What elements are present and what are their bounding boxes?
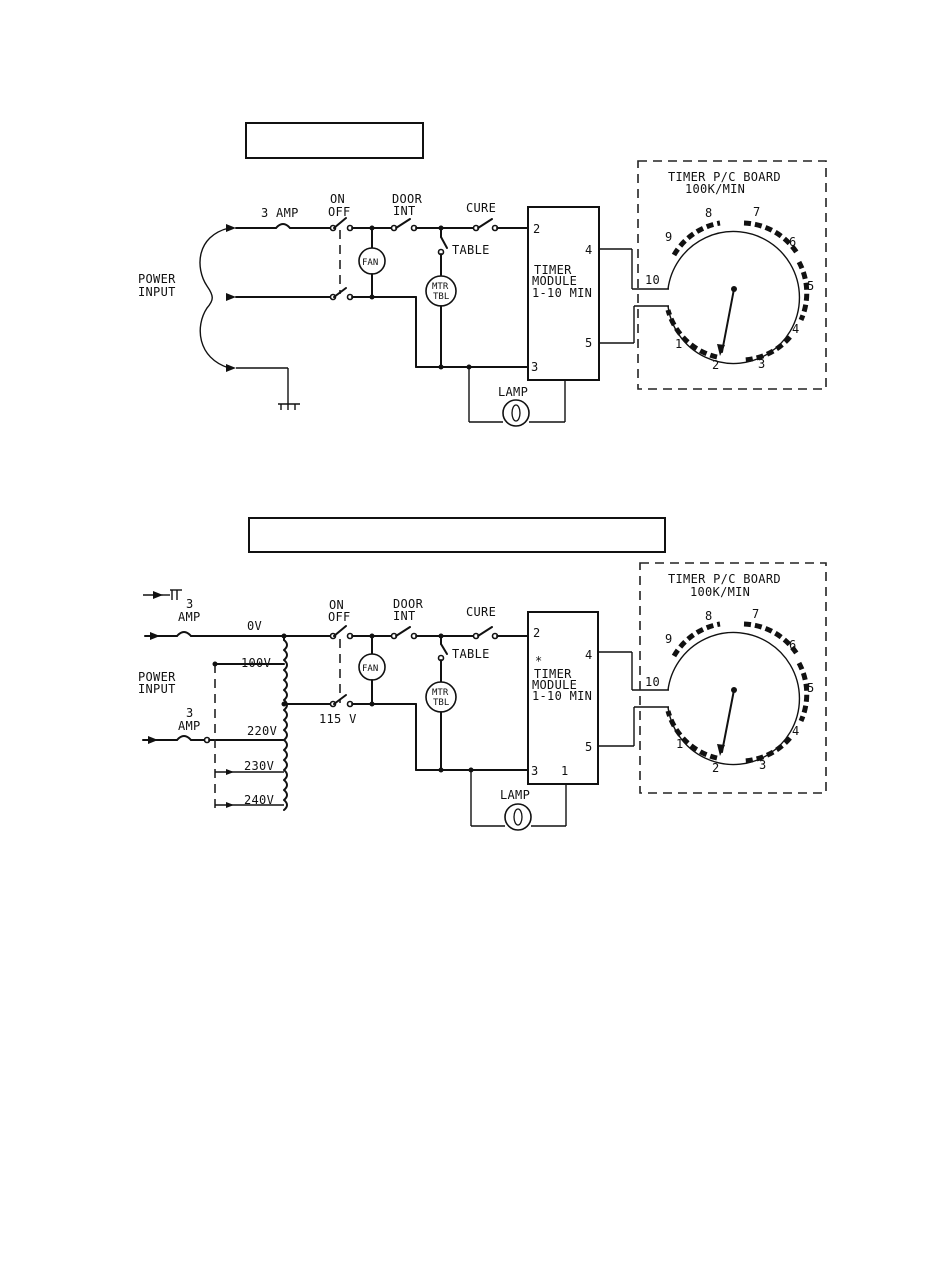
svg-text:ON: ON <box>329 598 344 612</box>
svg-text:DOOR: DOOR <box>393 597 424 611</box>
on-label-1: ON <box>330 192 345 206</box>
svg-text:230V: 230V <box>244 759 274 773</box>
svg-text:TIMER P/C BOARD: TIMER P/C BOARD <box>668 170 781 184</box>
svg-text:10: 10 <box>645 273 660 287</box>
table-label-1: TABLE <box>452 243 490 257</box>
lamp-label-1: LAMP <box>498 385 528 399</box>
svg-text:240V: 240V <box>244 793 274 807</box>
int-label-1: INT <box>393 204 416 218</box>
svg-text:5: 5 <box>585 740 593 754</box>
cure-label-1: CURE <box>466 201 496 215</box>
svg-text:6: 6 <box>789 638 797 652</box>
svg-text:FAN: FAN <box>362 664 378 674</box>
svg-text:1: 1 <box>561 764 569 778</box>
timer-dial-2: 1 2 3 4 5 6 7 8 9 10 <box>645 607 815 775</box>
power-label: POWER <box>138 272 176 286</box>
svg-text:5: 5 <box>585 336 593 350</box>
svg-text:POWER: POWER <box>138 670 176 684</box>
svg-text:7: 7 <box>752 607 760 621</box>
svg-text:3: 3 <box>531 360 539 374</box>
svg-text:1: 1 <box>675 337 683 351</box>
svg-text:8: 8 <box>705 206 713 220</box>
svg-text:220V: 220V <box>247 724 277 738</box>
fuse-label-1: 3 AMP <box>261 206 299 220</box>
svg-text:100K/MIN: 100K/MIN <box>685 182 745 196</box>
off-label-1: OFF <box>328 205 351 219</box>
tbl-label-1: TBL <box>433 292 449 302</box>
svg-text:TIMER: TIMER <box>534 263 572 277</box>
svg-text:MODULE: MODULE <box>532 678 577 692</box>
svg-text:MTR: MTR <box>432 688 449 698</box>
svg-text:TIMER P/C BOARD: TIMER P/C BOARD <box>668 572 781 586</box>
svg-text:LAMP: LAMP <box>500 788 530 802</box>
timer-board-1 <box>637 160 827 390</box>
svg-text:2: 2 <box>712 761 720 775</box>
svg-text:4: 4 <box>792 724 800 738</box>
svg-text:0V: 0V <box>247 619 262 633</box>
svg-text:8: 8 <box>705 609 713 623</box>
svg-text:1-10 MIN: 1-10 MIN <box>532 689 592 703</box>
svg-text:MODULE: MODULE <box>532 274 577 288</box>
svg-text:5: 5 <box>807 681 815 695</box>
diagram-1: POWER INPUT 3 AMP ON OFF DOOR INT CURE <box>138 122 827 427</box>
svg-text:2: 2 <box>712 358 720 372</box>
svg-text:3: 3 <box>531 764 539 778</box>
svg-text:100K/MIN: 100K/MIN <box>690 585 750 599</box>
transformer-coil <box>281 635 288 811</box>
svg-text:1: 1 <box>676 737 684 751</box>
timer-module-2 <box>527 611 599 785</box>
svg-text:AMP: AMP <box>178 610 201 624</box>
svg-text:INT: INT <box>393 609 416 623</box>
svg-text:6: 6 <box>789 235 797 249</box>
svg-text:TABLE: TABLE <box>452 647 490 661</box>
title-box-2 <box>248 517 666 553</box>
svg-text:2: 2 <box>533 222 541 236</box>
svg-text:4: 4 <box>792 322 800 336</box>
title-box-1 <box>245 122 424 159</box>
timer-dial-1: 1 2 3 4 5 6 7 8 9 10 <box>645 205 815 372</box>
power-input-1: POWER INPUT <box>138 224 236 372</box>
svg-text:100V: 100V <box>241 656 271 670</box>
svg-text:4: 4 <box>585 243 593 257</box>
svg-text:AMP: AMP <box>178 719 201 733</box>
timer-board-2 <box>639 562 827 794</box>
svg-text:5: 5 <box>807 279 815 293</box>
svg-text:2: 2 <box>533 626 541 640</box>
svg-text:TBL: TBL <box>433 698 449 708</box>
svg-text:*: * <box>535 654 543 668</box>
mtr-label-1: MTR <box>432 282 449 292</box>
svg-text:7: 7 <box>753 205 761 219</box>
input-label: INPUT <box>138 285 176 299</box>
svg-text:1-10 MIN: 1-10 MIN <box>532 286 592 300</box>
svg-text:TIMER: TIMER <box>534 667 572 681</box>
door-label-1: DOOR <box>392 192 423 206</box>
svg-text:3: 3 <box>758 357 766 371</box>
svg-text:3: 3 <box>759 758 767 772</box>
svg-text:10: 10 <box>645 675 660 689</box>
svg-text:INPUT: INPUT <box>138 682 176 696</box>
svg-text:4: 4 <box>585 648 593 662</box>
svg-text:115 V: 115 V <box>319 712 357 726</box>
diagram-2: 3 AMP 0V 3 AMP 220V 100V 230V 240V <box>138 517 827 831</box>
timer-module-1 <box>527 206 600 381</box>
svg-text:3: 3 <box>186 597 194 611</box>
svg-text:9: 9 <box>665 230 673 244</box>
fan-label-1: FAN <box>362 258 378 268</box>
svg-text:CURE: CURE <box>466 605 496 619</box>
svg-text:OFF: OFF <box>328 610 351 624</box>
svg-text:3: 3 <box>186 706 194 720</box>
svg-text:9: 9 <box>665 632 673 646</box>
